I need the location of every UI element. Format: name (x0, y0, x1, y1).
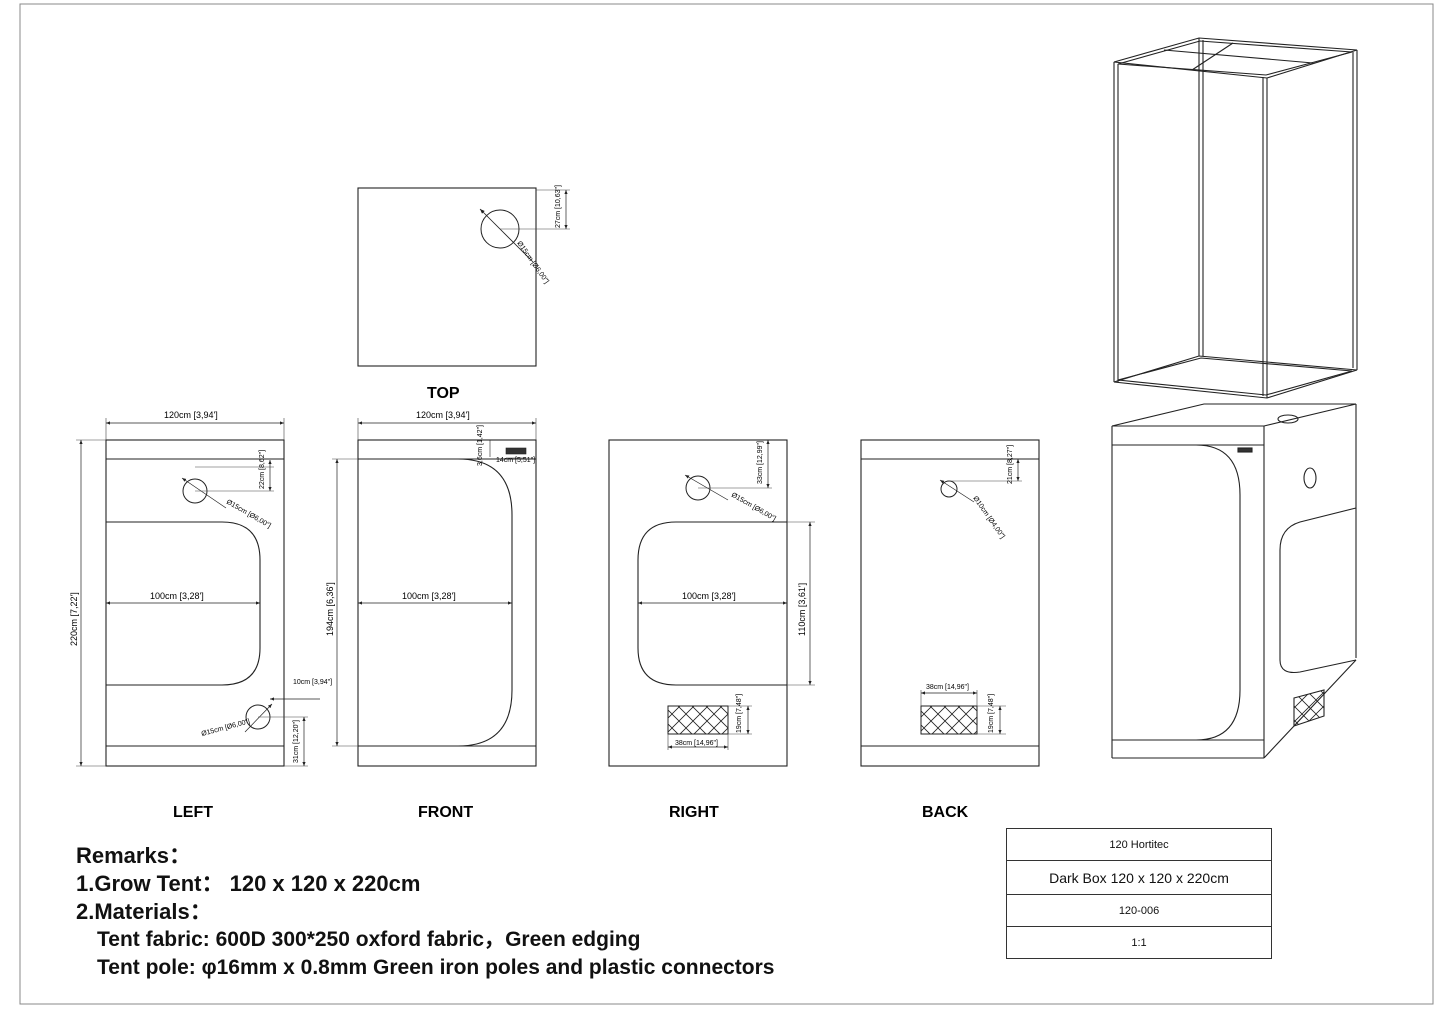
remarks-line-2: 2.Materials： (76, 899, 212, 924)
left-lower-bottom-label: 31cm [12,20"] (293, 720, 300, 763)
back-vent-label: Ø10cm [Ø4,00"] (971, 495, 1005, 540)
front-label-width: 14cm [5,51"] (496, 457, 535, 464)
left-lower-vent-label: Ø15cm [Ø6,00"] (201, 718, 251, 738)
left-upper-offset-label: 22cm [8,62"] (259, 450, 266, 489)
back-vent-offset-label: 21cm [8,27"] (1007, 445, 1014, 484)
left-height-label: 220cm [7,22'] (69, 592, 79, 646)
right-vent-offset-label: 33cm [12,99"] (757, 441, 764, 484)
tent-door-outline (1112, 444, 1241, 741)
title-block-company: 120 Hortitec (1007, 829, 1271, 861)
sheet-border (19, 3, 1434, 1005)
back-mesh-vent (920, 705, 978, 735)
remarks-heading: Remarks： (76, 843, 191, 868)
right-mesh-height-label: 19cm [7,48"] (736, 694, 743, 733)
view-title-front: FRONT (418, 804, 473, 821)
front-door-width-label: 100cm [3,28'] (402, 591, 456, 601)
front-label-offset: 3,6cm [1,42"] (477, 425, 484, 466)
left-lower-side-label-1: 10cm [3,94"] (293, 679, 332, 686)
back-mesh-width-label: 38cm [14,96"] (926, 684, 969, 691)
tent-roof-vent (1277, 414, 1299, 424)
back-view: 21cm [8,27"] Ø10cm [Ø4,00"] 38cm [14,96"… (860, 439, 1040, 821)
right-vent-label: Ø15cm [Ø6,00"] (730, 492, 777, 523)
front-width-label: 120cm [3,94'] (416, 410, 470, 420)
front-view: 120cm [3,94'] 194cm [6,36'] 100cm [3,28'… (325, 410, 537, 821)
remarks-line-3: Tent fabric: 600D 300*250 oxford fabric，… (97, 928, 641, 951)
right-mesh-width-label: 38cm [14,96"] (675, 740, 718, 747)
title-block-product: Dark Box 120 x 120 x 220cm (1007, 861, 1271, 895)
front-brand-label (505, 447, 527, 455)
top-vent-label: Ø15cm [Ø6,00"] (515, 240, 549, 285)
remarks-line-1: 1.Grow Tent： 120 x 120 x 220cm (76, 871, 421, 896)
left-view: 120cm [3,94'] 220cm [7,22'] 100cm [3,28'… (69, 410, 332, 821)
title-block-scale: 1:1 (1131, 936, 1147, 949)
front-height-label: 194cm [6,36'] (325, 582, 335, 636)
top-offset-label: 27cm [10,63"] (555, 185, 562, 228)
right-window-height-label: 110cm [3,61'] (797, 583, 807, 636)
left-door-outline (106, 521, 261, 686)
left-width-label: 120cm [3,94'] (164, 410, 218, 420)
remarks-block: Remarks： 1.Grow Tent： 120 x 120 x 220cm … (76, 842, 774, 982)
title-block-code: 120-006 (1007, 895, 1271, 927)
right-view: 33cm [12,99"] Ø15cm [Ø6,00"] 100cm [3,28… (608, 439, 815, 821)
frame-isometric (1113, 37, 1358, 399)
top-view: 27cm [10,63"] Ø15cm [Ø6,00"] TOP (357, 185, 570, 402)
remarks-line-4: Tent pole: φ16mm x 0.8mm Green iron pole… (97, 956, 775, 979)
view-title-top: TOP (427, 385, 460, 402)
tent-side-vent (1303, 467, 1317, 489)
tent-brand-label (1237, 447, 1253, 453)
tent-isometric (1111, 403, 1357, 759)
back-mesh-height-label: 19cm [7,48"] (988, 694, 995, 733)
right-window-width-label: 100cm [3,28'] (682, 591, 736, 601)
right-window-outline (637, 521, 787, 686)
view-title-left: LEFT (173, 804, 213, 821)
title-block: 120 Hortitec Dark Box 120 x 120 x 220cm … (1006, 828, 1272, 959)
back-vent (940, 480, 958, 498)
front-door-outline (358, 458, 513, 747)
tent-mesh-vent (1293, 689, 1325, 727)
right-mesh-vent (667, 705, 729, 735)
left-upper-vent-label: Ø15cm [Ø6,00"] (225, 499, 272, 530)
left-door-width-label: 100cm [3,28'] (150, 591, 204, 601)
view-title-back: BACK (922, 804, 969, 821)
view-title-right: RIGHT (669, 804, 719, 821)
